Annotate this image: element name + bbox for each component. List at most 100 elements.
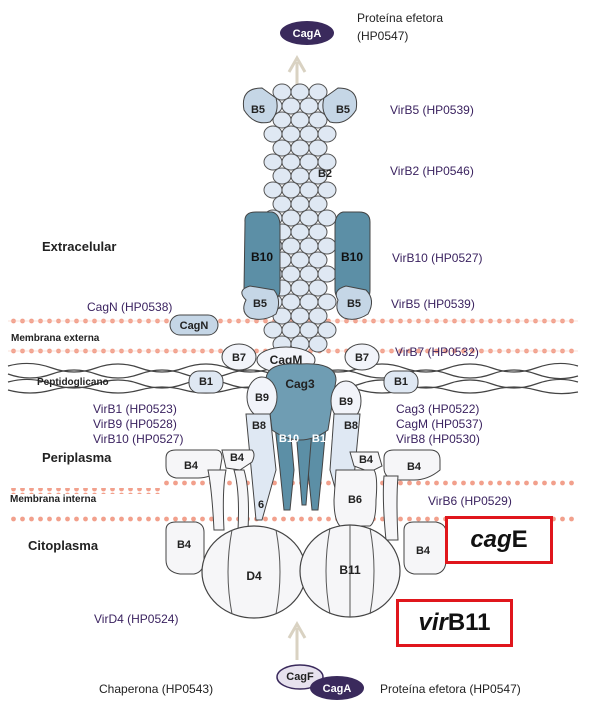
- cage-rest-part: E: [512, 526, 528, 554]
- pilus-bead: [300, 126, 318, 142]
- pilus-bead: [318, 154, 336, 170]
- part-6-label: 6: [258, 499, 264, 511]
- pilus-bead: [309, 196, 327, 212]
- pilus-bead: [282, 266, 300, 282]
- b4-label-6: B4: [416, 545, 431, 557]
- import-arrow-bottom: [289, 624, 305, 660]
- cagf-label: CagF: [286, 671, 314, 683]
- pilus-bead: [291, 140, 309, 156]
- b8-right-label: B8: [344, 420, 358, 432]
- pilus-bead: [318, 210, 336, 226]
- pilus-bead: [264, 322, 282, 338]
- pilus-bead: [264, 182, 282, 198]
- pilus-bead: [282, 126, 300, 142]
- label-virb10: VirB10 (HP0527): [392, 251, 483, 265]
- b8-left-label: B8: [252, 420, 266, 432]
- pilus-bead: [309, 336, 327, 352]
- pilus-bead: [291, 252, 309, 268]
- pilus-bead: [300, 154, 318, 170]
- pilus-bead: [318, 266, 336, 282]
- pilus-bead: [282, 238, 300, 254]
- effector-top-line2: (HP0547): [357, 29, 408, 43]
- pilus-bead: [273, 168, 291, 184]
- label-virb7: VirB7 (HP0532): [395, 345, 479, 359]
- region-periplasm: Periplasma: [42, 450, 112, 465]
- b5-mid-right-label: B5: [347, 298, 361, 310]
- pilus-bead: [291, 84, 309, 100]
- b4-label-3: B4: [359, 454, 374, 466]
- b7-right-label: B7: [355, 352, 369, 364]
- pilus-bead: [309, 252, 327, 268]
- pilus-bead: [300, 238, 318, 254]
- b9-left-label: B9: [255, 392, 269, 404]
- pilus-bead: [282, 154, 300, 170]
- b4-label-5: B4: [177, 539, 192, 551]
- label-cagn: CagN (HP0538): [87, 300, 172, 314]
- pilus-bead: [291, 224, 309, 240]
- b4-label-1: B4: [184, 460, 199, 472]
- pilus-bead: [282, 322, 300, 338]
- b7-left-label: B7: [232, 352, 246, 364]
- label-virb6: VirB6 (HP0529): [428, 494, 512, 508]
- pilus-bead: [291, 196, 309, 212]
- pilus-bead: [300, 182, 318, 198]
- b10-lower-left-label: B10: [279, 433, 299, 445]
- b6-label: B6: [348, 494, 362, 506]
- b11-label: B11: [339, 563, 361, 577]
- d4-label: D4: [246, 569, 262, 583]
- b5-top-right-label: B5: [336, 104, 350, 116]
- b1-right-label: B1: [394, 376, 408, 388]
- chaperone-label: Chaperona (HP0543): [99, 682, 213, 696]
- pilus-bead: [318, 322, 336, 338]
- region-outer-membrane: Membrana externa: [11, 333, 100, 344]
- pilus-bead: [273, 140, 291, 156]
- b1-left-label: B1: [199, 376, 213, 388]
- pilus-bead: [273, 196, 291, 212]
- region-peptidoglycan: Peptidoglicano: [37, 377, 109, 388]
- b10-lower-right-label: B10: [312, 433, 332, 445]
- pilus-bead: [309, 224, 327, 240]
- effector-bottom-label: Proteína efetora (HP0547): [380, 682, 521, 696]
- label-virb2: VirB2 (HP0546): [390, 164, 474, 178]
- pilus-bead: [309, 280, 327, 296]
- virb11-italic-part: vir: [418, 609, 447, 637]
- pilus-bead: [282, 294, 300, 310]
- label-virb1: VirB1 (HP0523): [93, 402, 177, 416]
- virb11-rest-part: B11: [448, 609, 491, 637]
- virb11-highlight-box: virB11: [396, 599, 513, 647]
- pilus-bead: [291, 168, 309, 184]
- pilus-bead: [318, 182, 336, 198]
- pilus-bead: [300, 210, 318, 226]
- pilus-bead: [282, 210, 300, 226]
- label-cag3: Cag3 (HP0522): [396, 402, 479, 416]
- label-virb5-top: VirB5 (HP0539): [390, 103, 474, 117]
- pilus-bead: [291, 280, 309, 296]
- cage-highlight-box: cagE: [445, 516, 553, 564]
- caga-bottom-label: CagA: [323, 683, 352, 695]
- cage-italic-part: cag: [470, 526, 511, 554]
- pilus-bead: [300, 322, 318, 338]
- label-virD4: VirD4 (HP0524): [94, 612, 178, 626]
- pilus-bead: [291, 308, 309, 324]
- pilus-bead: [318, 126, 336, 142]
- pilus-bead: [318, 238, 336, 254]
- pilus-bead: [264, 126, 282, 142]
- pilus-bead: [300, 266, 318, 282]
- effector-top-line1: Proteína efetora: [357, 11, 443, 25]
- pilus-bead: [300, 294, 318, 310]
- region-cytoplasm: Citoplasma: [28, 538, 99, 553]
- pilus-bead: [291, 112, 309, 128]
- pilus-bead: [264, 154, 282, 170]
- cagn-label: CagN: [180, 320, 209, 332]
- cag3-label: Cag3: [285, 377, 315, 391]
- label-virb10-left: VirB10 (HP0527): [93, 432, 184, 446]
- pilus-bead: [318, 294, 336, 310]
- b5-top-left-label: B5: [251, 104, 265, 116]
- b9-right-label: B9: [339, 396, 353, 408]
- label-virb5-mid: VirB5 (HP0539): [391, 297, 475, 311]
- label-virb8: VirB8 (HP0530): [396, 432, 480, 446]
- label-virb9: VirB9 (HP0528): [93, 417, 177, 431]
- pilus-bead: [309, 308, 327, 324]
- b5-mid-left-label: B5: [253, 298, 267, 310]
